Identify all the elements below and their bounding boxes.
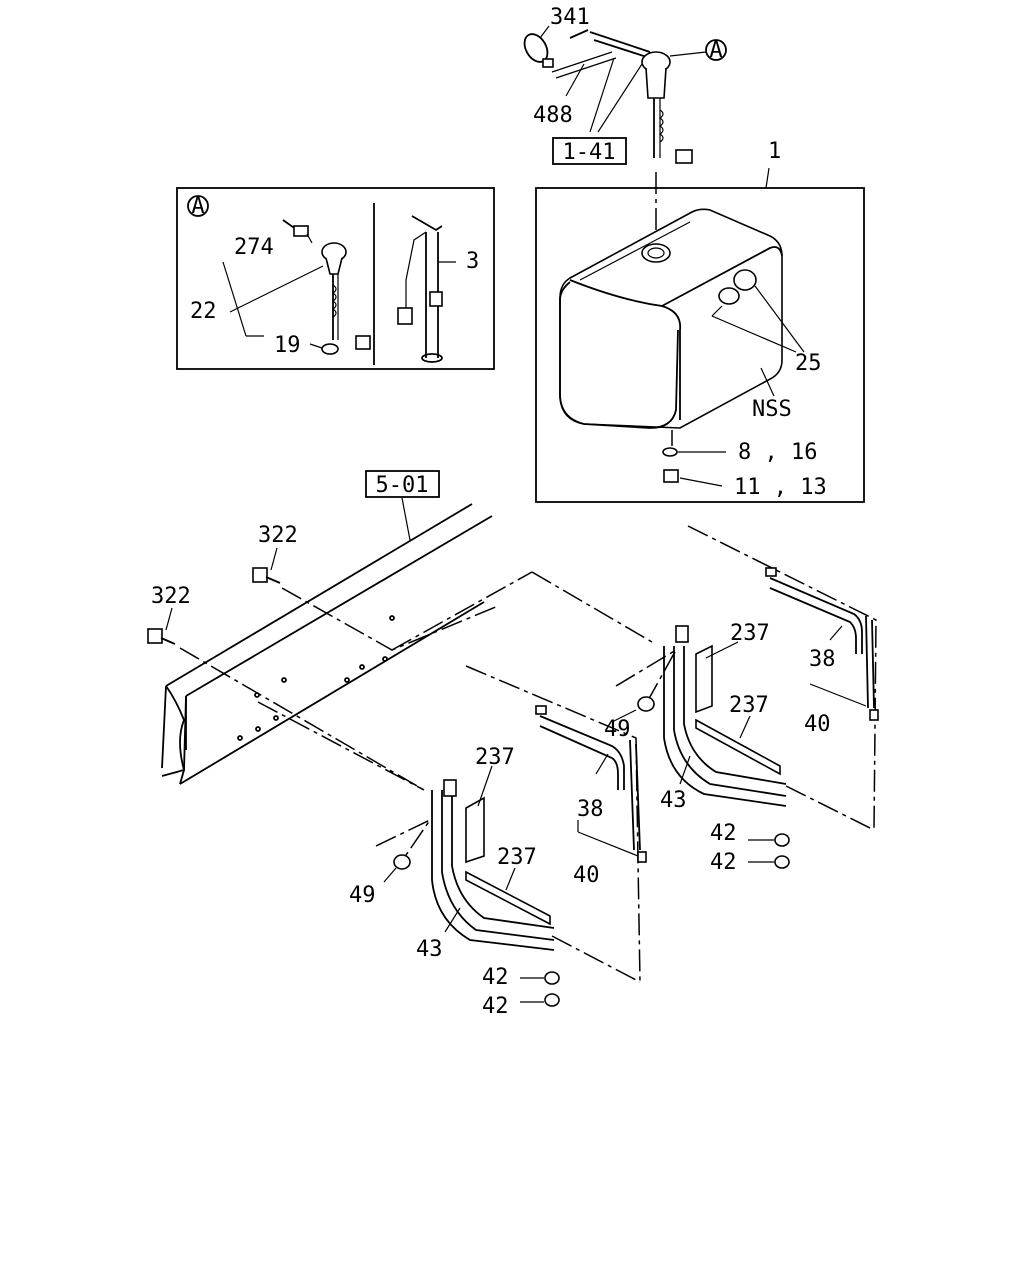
label-49-right: 49: [604, 717, 631, 742]
fuel-sender-unit: [282, 219, 371, 355]
label-22: 22: [190, 299, 217, 324]
label-nss: NSS: [752, 397, 792, 422]
label-3: 3: [466, 249, 479, 274]
label-237-right-lower: 237: [729, 693, 769, 718]
label-322-lower: 322: [151, 584, 191, 609]
label-237-right-upper: 237: [730, 621, 770, 646]
bracket-assembly-left: [393, 705, 647, 1007]
top-sender-assembly: A 341 488 1-41: [523, 5, 727, 238]
fuel-tank: [559, 208, 783, 429]
label-488: 488: [533, 103, 573, 128]
ref-box-1-41: 1-41: [563, 140, 616, 165]
detail-a-box: A 274 22 19: [176, 187, 495, 370]
label-237-left-upper: 237: [475, 745, 515, 770]
label-38-left: 38: [577, 797, 604, 822]
label-274: 274: [234, 235, 274, 260]
bracket-assembly-right: [637, 567, 879, 869]
label-25: 25: [795, 351, 822, 376]
label-8-16: 8 , 16: [738, 440, 817, 465]
label-40-right: 40: [804, 712, 831, 737]
label-42-left-b: 42: [482, 994, 509, 1019]
ref-box-5-01: 5-01: [376, 473, 429, 498]
label-322-upper: 322: [258, 523, 298, 548]
label-42-right-b: 42: [710, 850, 737, 875]
label-43-right: 43: [660, 788, 687, 813]
fuel-tank-box: 1 25 NSS 8 , 16 11 , 13: [535, 139, 865, 503]
frame-rail: [161, 503, 493, 785]
label-11-13: 11 , 13: [734, 475, 827, 500]
label-237-left-lower: 237: [497, 845, 537, 870]
label-42-left-a: 42: [482, 965, 509, 990]
label-341: 341: [550, 5, 590, 30]
label-1: 1: [768, 139, 781, 164]
label-38-right: 38: [809, 647, 836, 672]
callout-a-top: A: [709, 38, 722, 63]
ref-box-5-01-frame: [365, 470, 440, 498]
fuel-gauge-unit: [397, 215, 443, 363]
label-49-left: 49: [349, 883, 376, 908]
label-40-left: 40: [573, 863, 600, 888]
bolt-322-upper: [252, 567, 281, 584]
bolt-322-lower: [147, 628, 176, 645]
detail-a-callout: A: [191, 194, 204, 219]
label-43-left: 43: [416, 937, 443, 962]
label-19: 19: [274, 333, 301, 358]
label-42-right-a: 42: [710, 821, 737, 846]
